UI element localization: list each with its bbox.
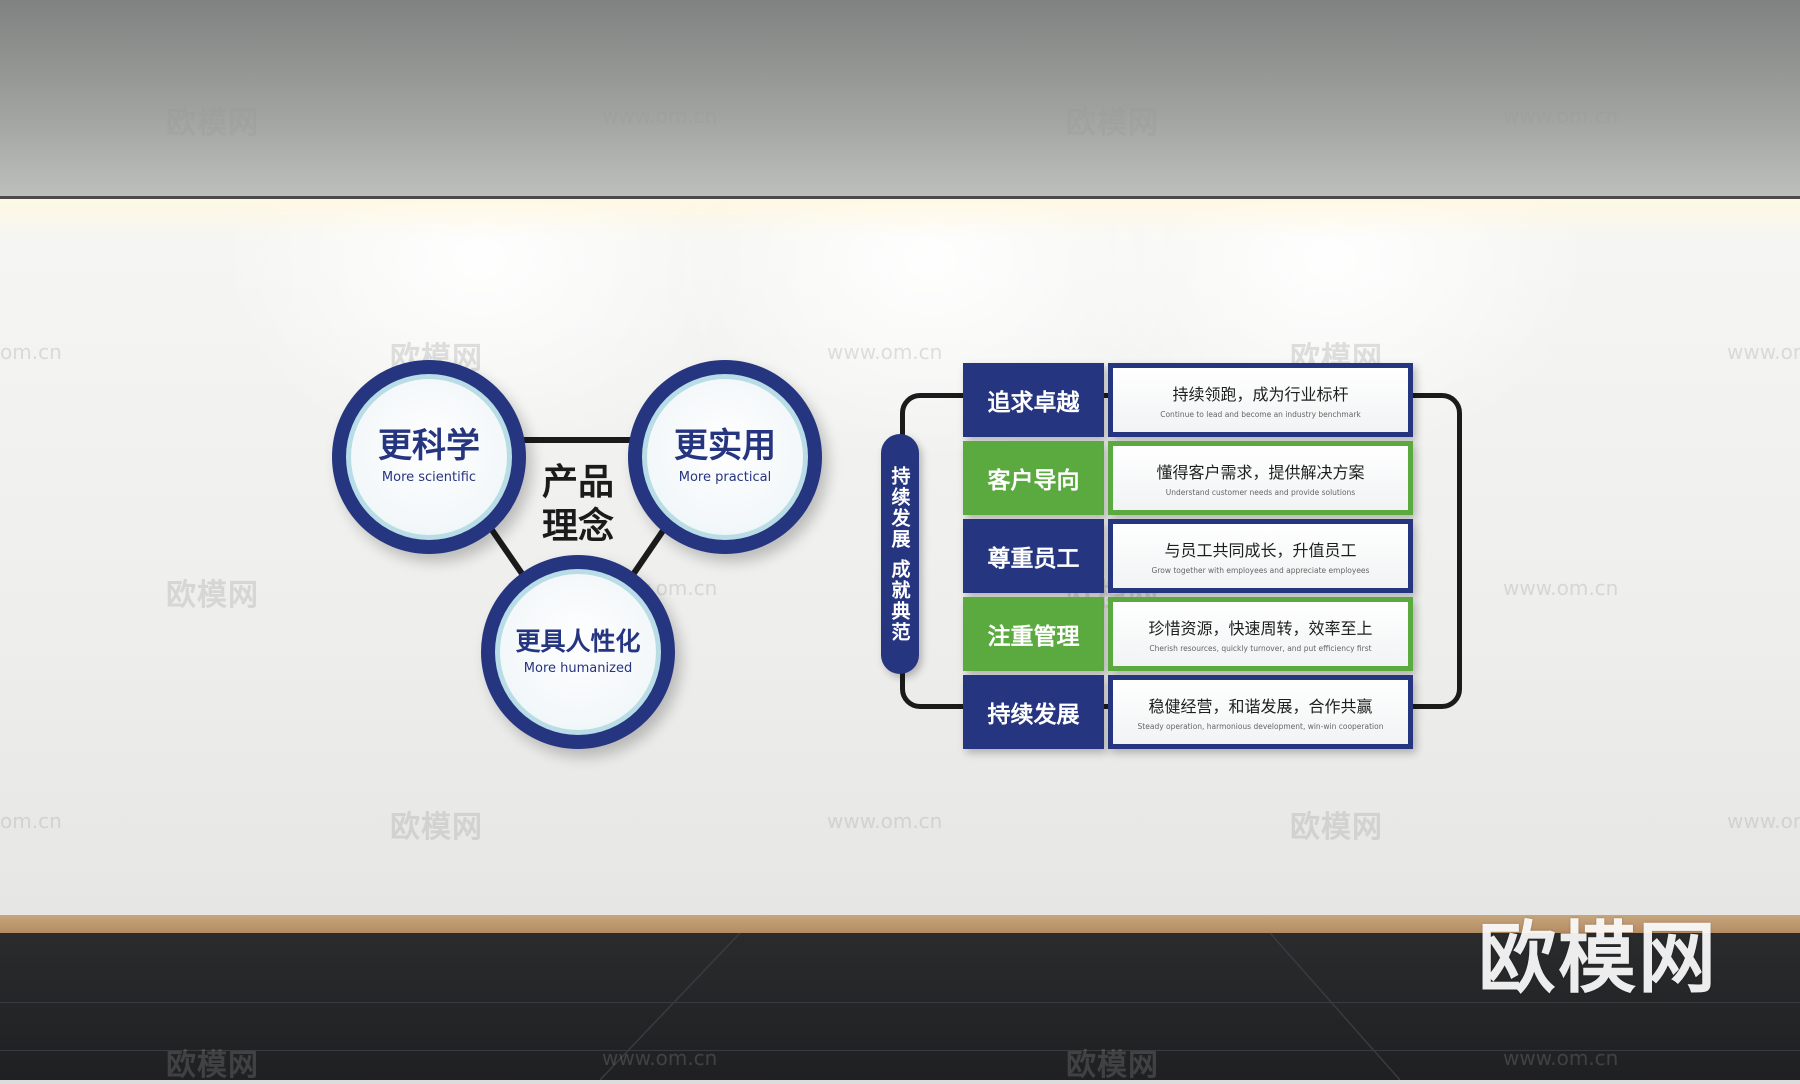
value-text: 珍惜资源，快速周转，效率至上	[1148, 619, 1373, 638]
value-label-management: 注重管理	[963, 597, 1104, 671]
value-box-face: 持续领跑，成为行业标杆 Continue to lead and become …	[1113, 368, 1408, 432]
watermark-url: om.cn	[0, 809, 62, 833]
concept-circle-scientific: 更科学 More scientific	[332, 360, 526, 554]
value-box-face: 珍惜资源，快速周转，效率至上 Cherish resources, quickl…	[1113, 602, 1408, 666]
watermark-url: www.om.cn	[1503, 104, 1619, 128]
value-box-employees: 与员工共同成长，升值员工 Grow together with employee…	[1108, 519, 1413, 593]
watermark-brand: 欧模网	[166, 1048, 259, 1083]
circle-face: 更实用 More practical	[647, 379, 803, 535]
product-concept-title: 产品 理念	[533, 461, 623, 549]
concept-title: 更具人性化	[515, 626, 641, 656]
concept-circle-humanized: 更具人性化 More humanized	[481, 555, 675, 749]
watermark-url: om.cn	[0, 340, 62, 364]
watermark-brand: 欧模网	[1066, 1048, 1159, 1083]
value-text-en: Cherish resources, quickly turnover, and…	[1149, 644, 1372, 653]
floor	[0, 933, 1800, 1080]
value-box-customer: 懂得客户需求，提供解决方案 Understand customer needs …	[1108, 441, 1413, 515]
value-box-development: 稳健经营，和谐发展，合作共赢 Steady operation, harmoni…	[1108, 675, 1413, 749]
watermark-brand: 欧模网	[1066, 106, 1159, 141]
watermark-brand: 欧模网	[166, 106, 259, 141]
watermark-url: www.om.cn	[602, 104, 718, 128]
ceiling	[0, 0, 1800, 197]
value-box-excellence: 持续领跑，成为行业标杆 Continue to lead and become …	[1108, 363, 1413, 437]
concept-title: 更实用	[674, 426, 776, 466]
floor-tile-line	[0, 1050, 1800, 1051]
floor-tile-line	[0, 1002, 1800, 1003]
floor-perspective-lines	[599, 933, 1401, 1080]
vertical-slogan-text: 持续发展 成就典范	[888, 465, 911, 643]
value-text-en: Continue to lead and become an industry …	[1160, 410, 1361, 419]
value-box-face: 懂得客户需求，提供解决方案 Understand customer needs …	[1113, 446, 1408, 510]
watermark-brand: 欧模网	[1290, 810, 1383, 845]
value-text: 与员工共同成长，升值员工	[1164, 541, 1357, 560]
value-label-development: 持续发展	[963, 675, 1104, 749]
value-label-employees: 尊重员工	[963, 519, 1104, 593]
concept-circle-practical: 更实用 More practical	[628, 360, 822, 554]
value-text-en: Steady operation, harmonious development…	[1137, 722, 1384, 731]
watermark-brand: 欧模网	[390, 810, 483, 845]
circle-face: 更科学 More scientific	[351, 379, 507, 535]
circle-face: 更具人性化 More humanized	[500, 574, 656, 730]
ceiling-edge	[0, 196, 1800, 199]
concept-subtitle: More practical	[678, 470, 772, 485]
wall-light-glow	[0, 199, 1800, 239]
value-text: 懂得客户需求，提供解决方案	[1156, 463, 1365, 482]
watermark-url: www.om.cn	[1727, 340, 1800, 364]
baseboard	[0, 915, 1800, 933]
watermark-url: www.om.cn	[1503, 576, 1619, 600]
concept-title: 更科学	[378, 426, 480, 466]
concept-subtitle: More scientific	[381, 470, 477, 485]
watermark-url: www.om.cn	[827, 809, 943, 833]
value-label-excellence: 追求卓越	[963, 363, 1104, 437]
watermark-logo: 欧模网	[1478, 914, 1719, 1004]
concept-subtitle: More humanized	[523, 660, 633, 676]
value-label-customer: 客户导向	[963, 441, 1104, 515]
watermark-brand: 欧模网	[166, 578, 259, 613]
vertical-slogan: 持续发展 成就典范	[881, 434, 919, 674]
watermark-url: www.om.cn	[602, 1046, 718, 1070]
product-concept-title-line2: 理念	[541, 506, 614, 547]
value-box-management: 珍惜资源，快速周转，效率至上 Cherish resources, quickl…	[1108, 597, 1413, 671]
watermark-url: www.om.cn	[1503, 1046, 1619, 1070]
product-concept-title-line1: 产品	[541, 462, 614, 503]
value-text: 稳健经营，和谐发展，合作共赢	[1148, 697, 1373, 716]
value-text-en: Understand customer needs and provide so…	[1165, 488, 1356, 497]
value-box-face: 与员工共同成长，升值员工 Grow together with employee…	[1113, 524, 1408, 588]
value-box-face: 稳健经营，和谐发展，合作共赢 Steady operation, harmoni…	[1113, 680, 1408, 744]
watermark-url: www.om.cn	[1727, 809, 1800, 833]
watermark-url: www.om.cn	[827, 340, 943, 364]
value-text-en: Grow together with employees and appreci…	[1151, 566, 1370, 575]
value-text: 持续领跑，成为行业标杆	[1172, 385, 1349, 404]
